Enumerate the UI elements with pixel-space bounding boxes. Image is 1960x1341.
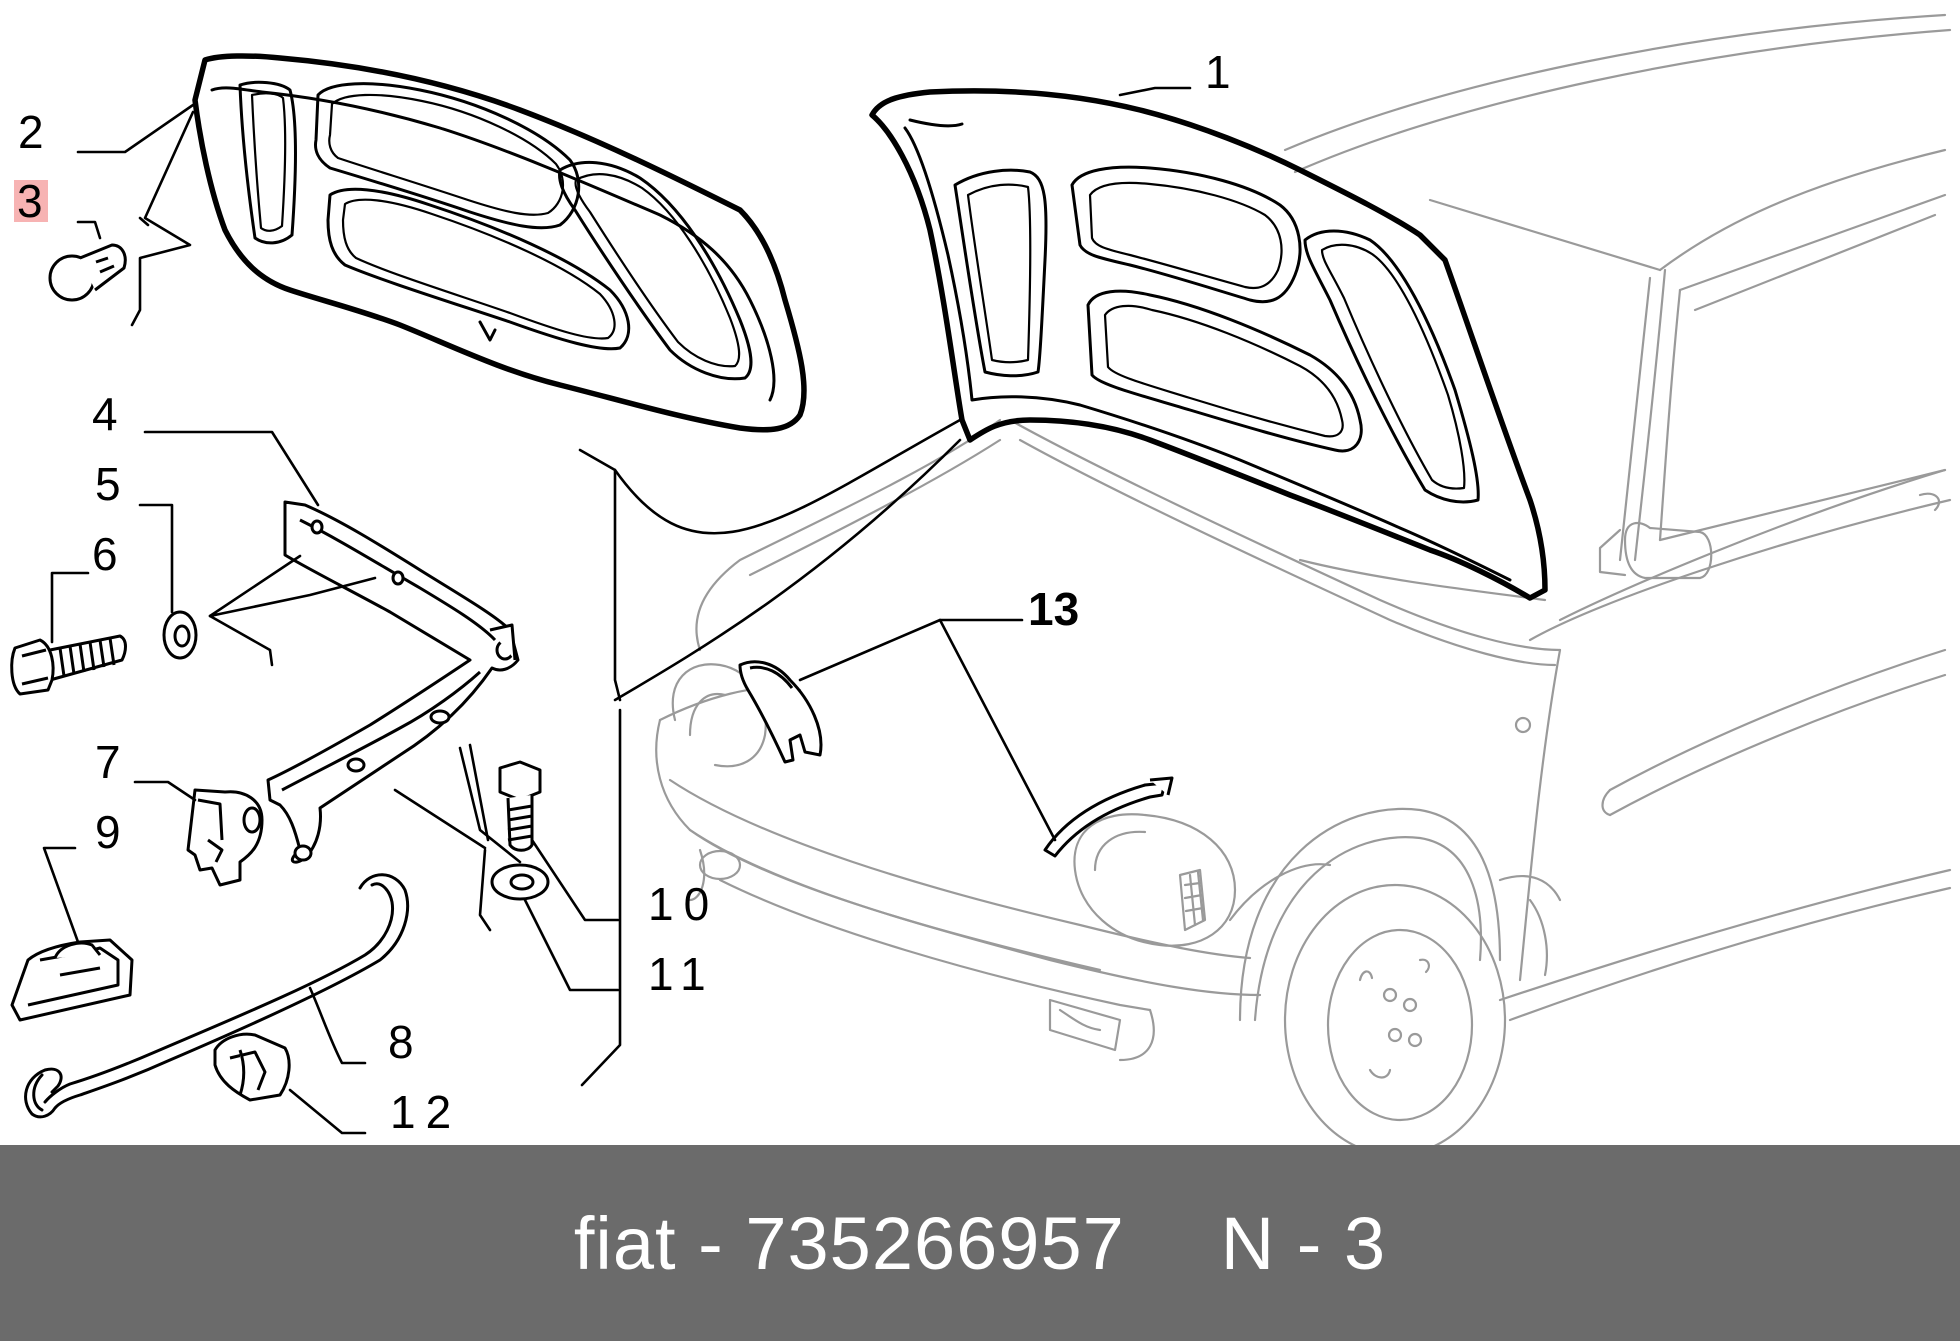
callout-4: 4 <box>92 388 118 440</box>
part-label: fiat - 735266957 <box>573 1201 1125 1285</box>
callout-3: 3 <box>17 175 43 227</box>
callout-7: 7 <box>95 736 121 788</box>
diagram-reference: N - 3 <box>1220 1201 1387 1285</box>
buffer-plug-part-3 <box>48 243 127 302</box>
bolt-part-10 <box>498 760 542 852</box>
washer-part-11 <box>490 863 550 901</box>
callout-8: 8 <box>388 1016 414 1068</box>
car-body-outline <box>655 13 1952 1145</box>
part-number-footer: fiat - 735266957 N - 3 <box>0 1145 1960 1341</box>
callout-5: 5 <box>95 458 121 510</box>
detached-bonnet-panel <box>192 53 807 433</box>
exploded-view-diagram: 1 2 3 4 5 6 7 8 9 10 11 12 13 <box>10 13 1952 1145</box>
seal-parts-13 <box>738 660 1174 858</box>
latch-cover-part-9 <box>10 938 134 1022</box>
callout-1: 1 <box>1205 46 1231 98</box>
callout-9: 9 <box>95 806 121 858</box>
bonnet-on-car-part-1 <box>869 88 1548 601</box>
washer-part-5 <box>162 610 198 660</box>
callout-2: 2 <box>18 106 44 158</box>
bolt-part-6 <box>10 634 127 696</box>
callout-10: 10 <box>648 878 719 930</box>
clip-part-7 <box>186 788 264 887</box>
rod-clip-part-12 <box>213 1032 291 1102</box>
callout-3-highlight <box>14 180 48 222</box>
callout-numbers: 1 2 3 4 5 6 7 8 9 10 11 12 13 <box>17 46 1231 1138</box>
callout-6: 6 <box>92 528 118 580</box>
callout-11: 11 <box>648 948 716 1000</box>
callout-12: 12 <box>390 1086 461 1138</box>
support-rod-part-8 <box>24 873 409 1119</box>
hinge-part-4 <box>266 500 520 864</box>
callout-13: 13 <box>1028 583 1079 635</box>
leader-lines <box>42 86 1192 1135</box>
